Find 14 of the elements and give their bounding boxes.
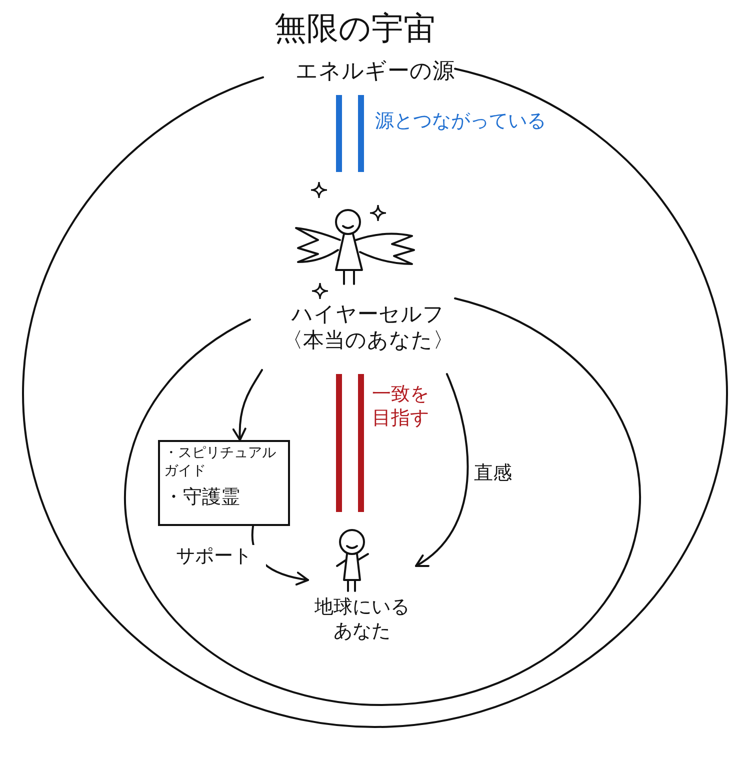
circle [23,60,727,727]
double-line [336,374,364,512]
edge-label: サポート [176,545,266,569]
list-box [158,440,290,526]
list-item: ・守護霊 [163,485,241,510]
arrow [415,373,469,567]
node-label: ハイヤーセルフ〈本当のあなた〉 [281,301,455,354]
title: 無限の宇宙 [274,8,436,48]
circle-label: エネルギーの源 [294,58,456,86]
edge-label: 一致を目指す [372,383,430,430]
double-line [336,95,364,172]
arrow [232,368,263,441]
node-label: 地球にいるあなた [314,596,410,644]
list-item: ・スピリチュアルガイド [163,444,277,480]
